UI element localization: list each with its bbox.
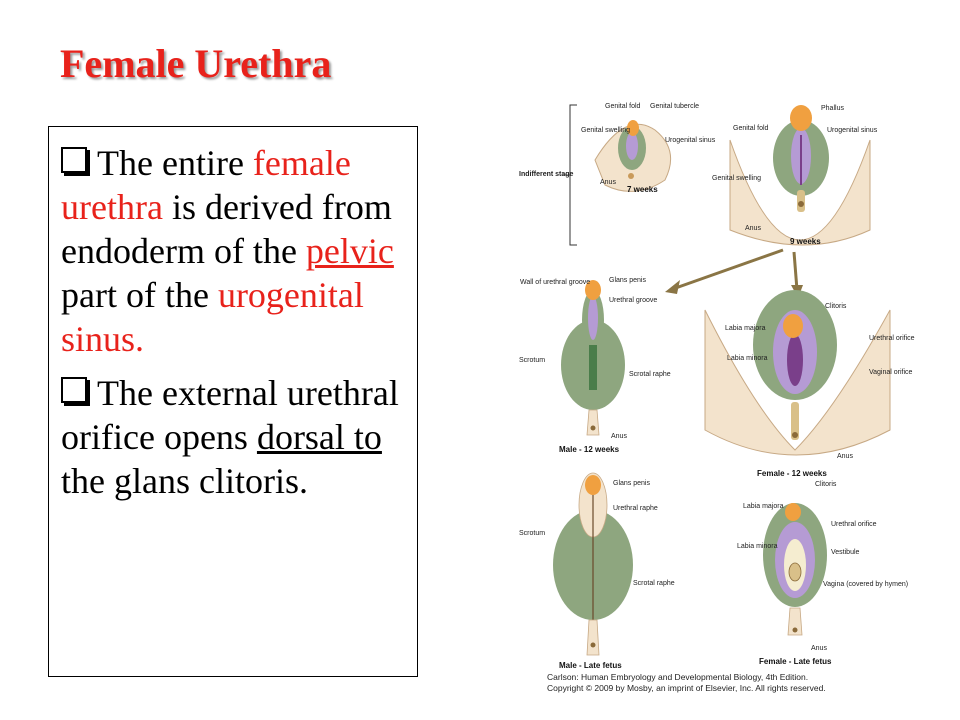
bullet-box-icon	[61, 147, 87, 173]
arrow-head-male	[665, 280, 680, 294]
label-vaginal-orifice-f12: Vaginal orifice	[869, 369, 913, 376]
label-labia-minora-f12: Labia minora	[727, 355, 768, 362]
label-genital-fold-9w: Genital fold	[733, 125, 769, 132]
caption-male-12-weeks: Male - 12 weeks	[559, 445, 620, 454]
label-vestibule: Vestibule	[831, 549, 860, 556]
embryo-female-12-weeks	[704, 290, 891, 456]
bullet-2-part-2: dorsal to	[256, 417, 382, 457]
label-glans-penis-late: Glans penis	[613, 480, 650, 487]
label-labia-majora-late: Labia majora	[743, 503, 784, 510]
label-anus-m12: Anus	[611, 433, 627, 440]
embryo-9-weeks	[729, 105, 871, 246]
bullet-1-part-4: pelvic	[305, 231, 394, 271]
slide-title: Female Urethra	[60, 41, 332, 86]
credit-line-1: Carlson: Human Embryology and Developmen…	[547, 672, 808, 682]
text-box: The entire female urethra is derived fro…	[48, 126, 418, 677]
bullet-1-part-1: The entire	[97, 143, 253, 183]
caption-female-12-weeks: Female - 12 weeks	[757, 469, 827, 478]
arrow-to-female	[792, 251, 799, 291]
label-urethral-orifice-f12: Urethral orifice	[869, 335, 915, 342]
label-labia-minora-late: Labia minora	[737, 543, 778, 550]
caption-male-late-fetus: Male - Late fetus	[559, 661, 622, 670]
label-genital-tubercle-7w: Genital tubercle	[650, 103, 699, 110]
label-labia-majora-f12: Labia majora	[725, 325, 766, 332]
label-clitoris-f12: Clitoris	[825, 303, 847, 310]
label-urogenital-sinus-9w: Urogenital sinus	[827, 127, 878, 134]
label-anus-9w: Anus	[745, 225, 761, 232]
bullet-2: The external urethral orifice opens dors…	[61, 371, 407, 503]
bullet-2-part-3: the glans clitoris.	[61, 461, 308, 501]
embryo-male-late	[553, 472, 633, 656]
embryology-figure: Indifferent stage Genital fold Genital t…	[519, 103, 915, 693]
caption-female-late-fetus: Female - Late fetus	[759, 657, 832, 666]
credit-line-2: Copyright © 2009 by Mosby, an imprint of…	[547, 683, 826, 693]
caption-9-weeks: 9 weeks	[790, 237, 821, 246]
label-urethral-orifice-late: Urethral orifice	[831, 521, 877, 528]
bullet-box-icon	[61, 377, 87, 403]
label-scrotum-m12: Scrotum	[519, 357, 545, 364]
embryo-male-12-weeks	[561, 280, 625, 436]
label-urogenital-sinus-7w: Urogenital sinus	[665, 137, 716, 144]
label-anus-late: Anus	[811, 645, 827, 652]
arrow-to-male	[669, 248, 784, 292]
caption-7-weeks: 7 weeks	[627, 185, 658, 194]
label-scrotum-late: Scrotum	[519, 530, 545, 537]
label-anus-7w: Anus	[600, 179, 616, 186]
bullet-1-part-5: part of the	[61, 275, 218, 315]
bullet-1: The entire female urethra is derived fro…	[61, 141, 407, 361]
embryo-7-weeks	[594, 120, 672, 192]
bullet-1-part-3: is derived from endoderm of the	[61, 187, 392, 271]
label-genital-fold-7w: Genital fold	[605, 103, 641, 110]
label-glans-penis-m12: Glans penis	[609, 277, 646, 284]
label-scrotal-raphe-m12: Scrotal raphe	[629, 371, 671, 378]
label-scrotal-raphe-late: Scrotal raphe	[633, 580, 675, 587]
stage-label: Indifferent stage	[519, 171, 574, 178]
embryo-female-late	[763, 503, 827, 636]
label-clitoris-late: Clitoris	[815, 481, 837, 488]
label-phallus-9w: Phallus	[821, 105, 844, 112]
label-wall-urethral-groove: Wall of urethral groove	[520, 279, 590, 286]
label-anus-f12: Anus	[837, 453, 853, 460]
label-urethral-raphe: Urethral raphe	[613, 505, 658, 512]
label-urethral-groove: Urethral groove	[609, 297, 657, 304]
label-vagina-hymen: Vagina (covered by hymen)	[823, 581, 908, 588]
label-genital-swelling-9w: Genital swelling	[712, 175, 761, 182]
label-genital-swelling-7w: Genital swelling	[581, 127, 630, 134]
bullet-2-part-1: The external urethral orifice opens	[61, 373, 399, 457]
bullet-1-part-6: urogenital sinus.	[61, 275, 364, 359]
bullet-1-part-2: female urethra	[61, 143, 351, 227]
